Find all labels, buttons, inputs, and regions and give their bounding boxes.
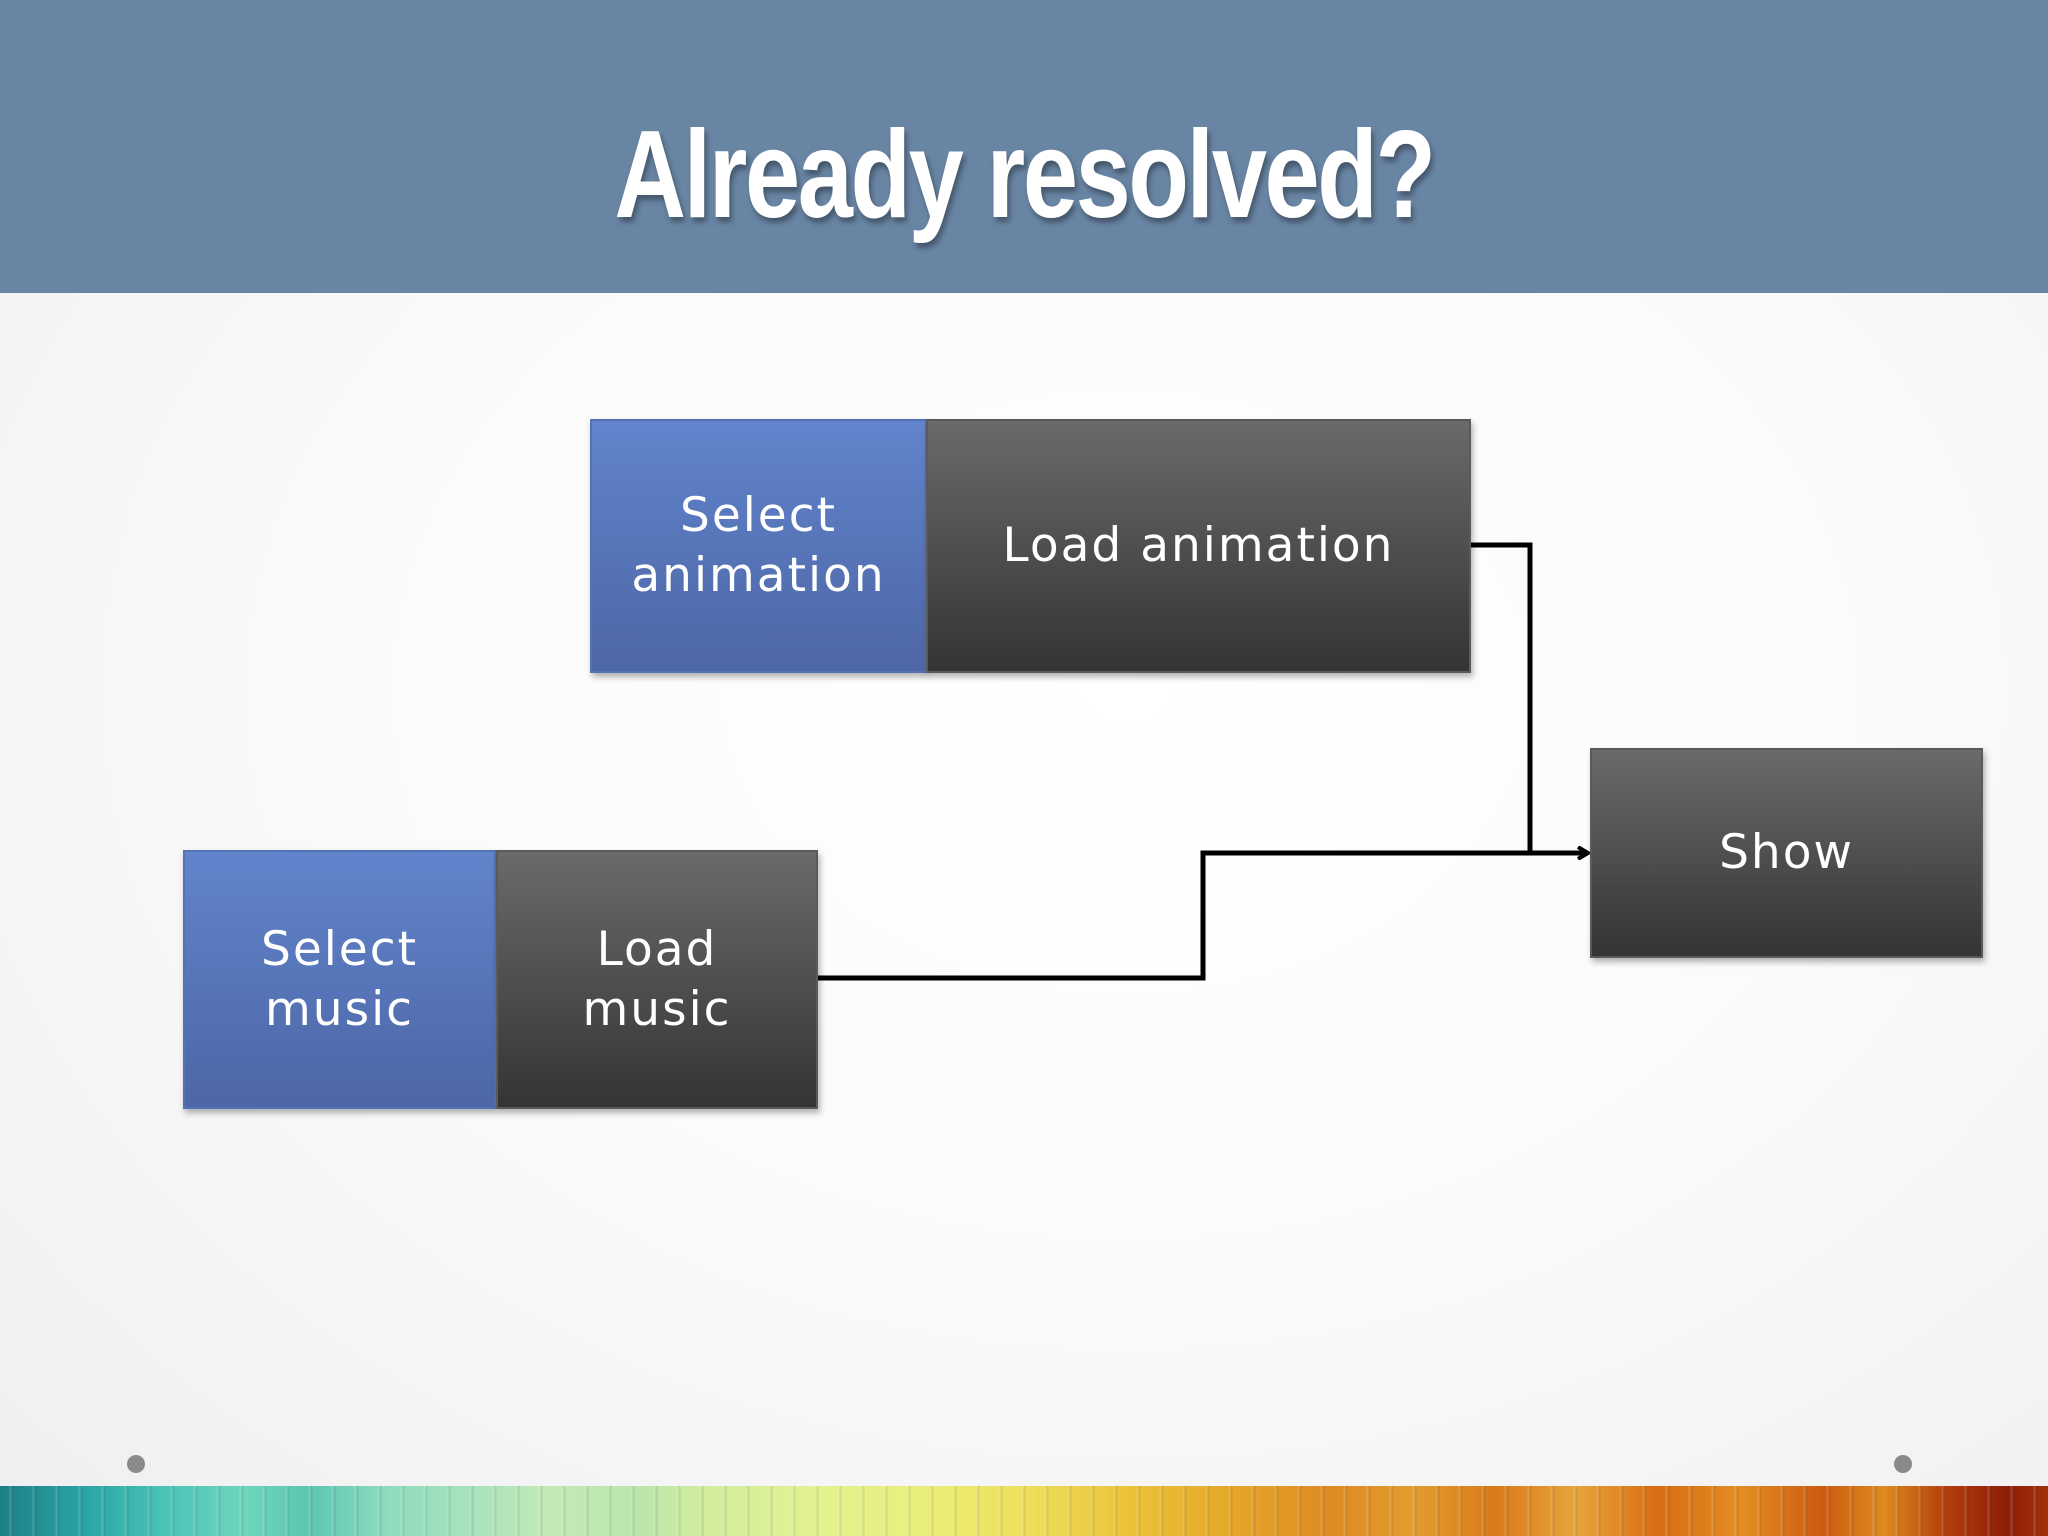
- title-bar: Already resolved?: [0, 0, 2048, 293]
- slide-marker-right: [1894, 1455, 1912, 1473]
- select-music-box: Select music: [183, 850, 496, 1109]
- show-box: Show: [1590, 748, 1983, 958]
- slide-title: Already resolved?: [614, 106, 1436, 244]
- footer-color-stripe: [0, 1486, 2048, 1536]
- connector-load-animation-to-show: [1470, 542, 1585, 856]
- load-animation-box: Load animation: [926, 419, 1471, 673]
- connector-load-music-to-show: [818, 853, 1588, 981]
- slide-marker-left: [127, 1455, 145, 1473]
- select-animation-box: Select animation: [590, 419, 927, 673]
- load-music-box: Load music: [496, 850, 818, 1109]
- footer-stripe-texture: [0, 1486, 2048, 1536]
